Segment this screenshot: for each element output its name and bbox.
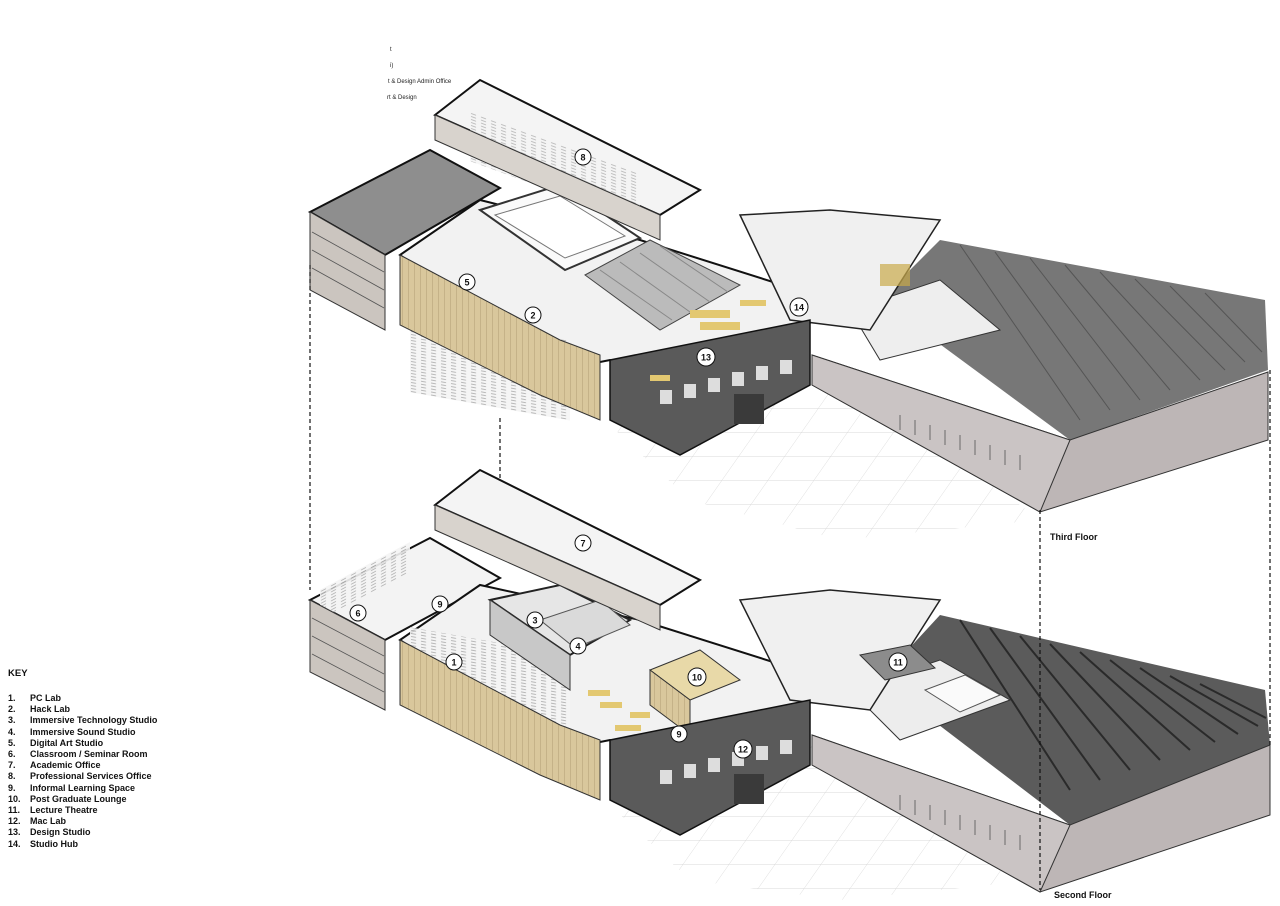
room-marker-13 — [696, 347, 716, 367]
key-item-number: 9. — [8, 782, 16, 793]
key-item-label: Design Studio — [30, 827, 91, 838]
room-marker-5 — [458, 273, 476, 291]
key-item: 11. Lecture Theatre — [8, 805, 208, 816]
cropped-legend-fragment: t — [390, 47, 392, 53]
third-floor-label: Third Floor — [1050, 532, 1098, 542]
room-marker-6-label: 6 — [355, 609, 360, 619]
room-marker-7 — [574, 534, 592, 552]
key-item: 2. Hack Lab — [8, 704, 208, 715]
key-item-label: Lecture Theatre — [30, 805, 98, 816]
key-item-label: Post Graduate Lounge — [30, 793, 127, 804]
room-marker-5-label: 5 — [464, 278, 469, 288]
room-marker-8 — [574, 148, 592, 166]
key-item-number: 1. — [8, 693, 16, 703]
key-item-label: Academic Office — [30, 760, 101, 771]
room-marker-11-label: 11 — [893, 658, 903, 668]
key-item-label: Digital Art Studio — [30, 737, 104, 748]
key-item-label: Immersive Technology Studio — [30, 715, 158, 726]
key-list: 1. PC Lab 2. Hack Lab 3. Immersive Technology… — [8, 693, 208, 850]
key-item-label: Mac Lab — [30, 816, 67, 827]
room-marker-9a — [431, 595, 449, 613]
room-marker-3-label: 3 — [532, 616, 537, 626]
room-marker-7-label: 7 — [580, 539, 585, 549]
room-marker-11 — [888, 652, 908, 672]
cropped-legend-fragment: t & Design Admin Office — [388, 79, 452, 85]
second-floor-label: Second Floor — [1054, 890, 1112, 900]
key-item: 3. Immersive Technology Studio — [8, 715, 208, 726]
key-item: 1. PC Lab — [8, 693, 208, 704]
key-item-number: 3. — [8, 715, 16, 726]
timber-facade-second — [399, 639, 601, 801]
key-item: 9. Informal Learning Space — [8, 783, 208, 794]
room-marker-1 — [445, 653, 463, 671]
cropped-legend-fragment: rt & Design — [387, 95, 417, 101]
key-item-number: 5. — [8, 737, 16, 748]
key-item: 14. Studio Hub — [8, 839, 208, 850]
timber-facade-third — [399, 254, 601, 421]
room-marker-12-label: 12 — [738, 745, 748, 755]
room-marker-4 — [569, 637, 587, 655]
warehouse-roof-third — [880, 240, 1268, 440]
key-item: 4. Immersive Sound Studio — [8, 727, 208, 738]
key-item-number: 8. — [8, 771, 16, 782]
second-floor-model — [307, 468, 1271, 900]
key-item-label: Classroom / Seminar Room — [30, 749, 148, 760]
room-marker-6 — [349, 604, 367, 622]
key-item-number: 12. — [8, 816, 21, 827]
key-item: 8. Professional Services Office — [8, 771, 208, 782]
key-item-number: 7. — [8, 760, 16, 771]
third-floor-model — [307, 78, 1269, 540]
key-item-number: 2. — [8, 704, 16, 715]
room-marker-9b — [670, 725, 688, 743]
room-marker-8-label: 8 — [580, 153, 585, 163]
key-item-label: Immersive Sound Studio — [30, 726, 136, 737]
room-marker-14-label: 14 — [794, 303, 804, 313]
key-item: 7. Academic Office — [8, 760, 208, 771]
key-item-number: 10. — [8, 793, 21, 804]
key-item: 5. Digital Art Studio — [8, 738, 208, 749]
room-marker-10 — [687, 667, 707, 687]
key-item: 10. Post Graduate Lounge — [8, 794, 208, 805]
key-item-label: PC Lab — [30, 693, 62, 703]
room-marker-10-label: 10 — [692, 673, 702, 683]
alignment-lines — [309, 265, 1271, 890]
room-marker-14 — [789, 297, 809, 317]
room-marker-4-label: 4 — [575, 642, 580, 652]
key-item-label: Professional Services Office — [30, 771, 152, 782]
room-marker-1-label: 1 — [451, 658, 456, 668]
room-marker-2-label: 2 — [530, 311, 535, 321]
key-item-number: 11. — [8, 805, 21, 816]
room-marker-9a-label: 9 — [437, 600, 442, 610]
room-marker-13-label: 13 — [701, 353, 711, 363]
key-item-label: Informal Learning Space — [30, 782, 136, 793]
key-item-number: 14. — [8, 838, 21, 849]
room-marker-2 — [524, 306, 542, 324]
key-item: 6. Classroom / Seminar Room — [8, 749, 208, 760]
key-title: KEY — [8, 668, 28, 679]
key-item-number: 4. — [8, 726, 16, 737]
key-item-number: 6. — [8, 749, 16, 760]
key-item: 12. Mac Lab — [8, 816, 208, 827]
room-marker-9b-label: 9 — [676, 730, 681, 740]
key-item-number: 13. — [8, 827, 21, 838]
key-legend: KEY 1. PC Lab 2. Hack Lab 3. Immersive Techno… — [8, 668, 208, 850]
key-item: 13. Design Studio — [8, 827, 208, 838]
cropped-legend-fragment: i) — [390, 63, 394, 69]
room-marker-12 — [733, 739, 753, 759]
key-item-label: Studio Hub — [30, 838, 78, 849]
key-item-label: Hack Lab — [30, 704, 71, 715]
warehouse-roof-second — [880, 615, 1270, 825]
room-marker-3 — [526, 611, 544, 629]
